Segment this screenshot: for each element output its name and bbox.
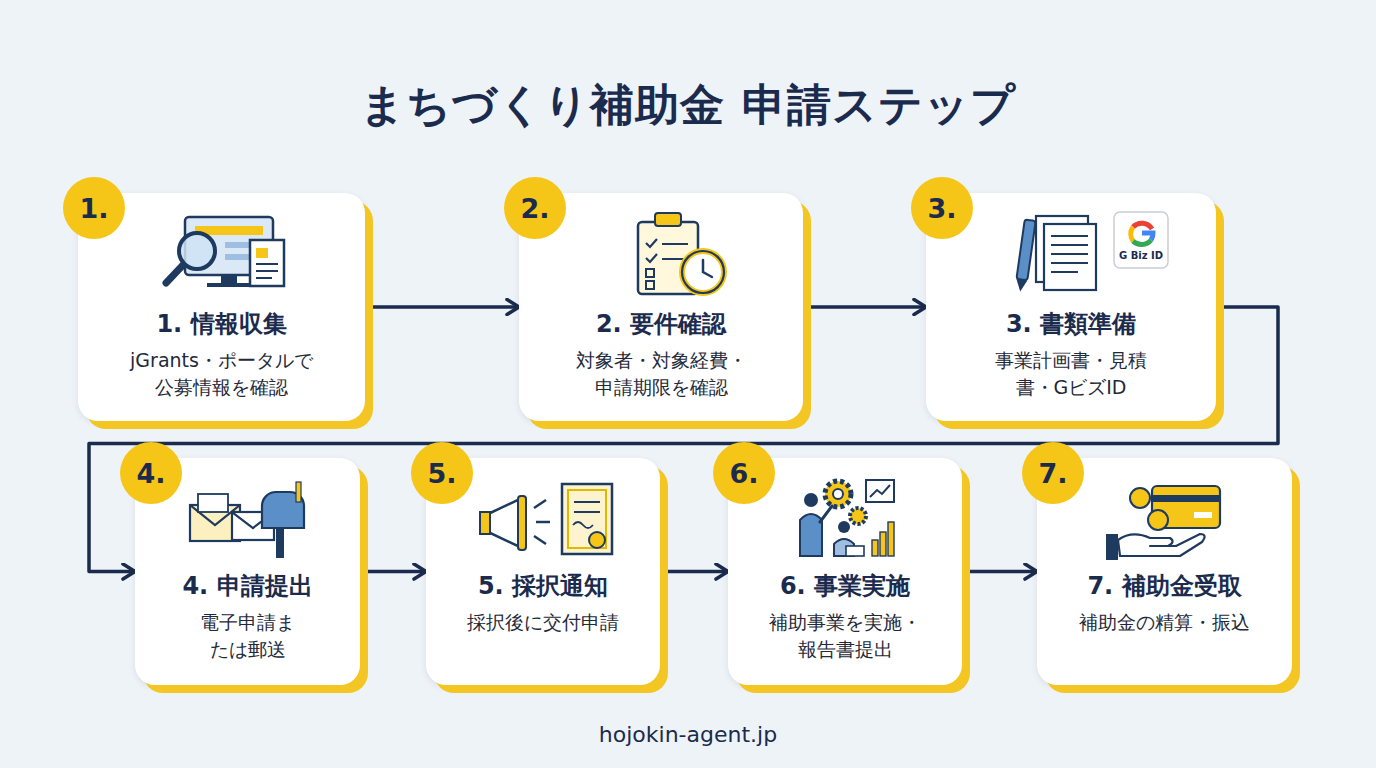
- step-description: 対象者・対象経費・ 申請期限を確認: [568, 347, 754, 401]
- step-number-badge: 5.: [411, 442, 473, 504]
- step-heading: 6. 事業実施: [728, 571, 962, 601]
- step-number: 2.: [520, 193, 549, 224]
- step-text: 6. 事業実施補助事業を実施・ 報告書提出: [728, 571, 962, 663]
- gbiz-id-label: G Biz ID: [1112, 250, 1170, 261]
- step-number: 7.: [1038, 458, 1067, 489]
- step-card: 2. 要件確認対象者・対象経費・ 申請期限を確認 2.: [519, 193, 803, 421]
- flow-arrow: [962, 570, 1037, 574]
- step-text: 4. 申請提出電子申請ま たは郵送: [135, 571, 360, 663]
- flow-arrow: [360, 570, 426, 574]
- flow-arrow: [660, 570, 728, 574]
- step-heading: 2. 要件確認: [519, 309, 803, 339]
- step-card: 3. 書類準備事業計画書・見積 書・GビズID 3.: [926, 193, 1216, 421]
- step-text: 5. 採択通知採択後に交付申請: [426, 571, 660, 636]
- step-description: 電子申請ま たは郵送: [193, 609, 303, 663]
- step-heading: 4. 申請提出: [135, 571, 360, 601]
- step-number-badge: 1.: [63, 177, 125, 239]
- site-url: hojokin-agent.jp: [488, 722, 888, 747]
- step-description: jGrants・ポータルで 公募情報を確認: [111, 347, 333, 401]
- step-text: 2. 要件確認対象者・対象経費・ 申請期限を確認: [519, 309, 803, 401]
- step-card: 4. 申請提出電子申請ま たは郵送 4.: [135, 458, 360, 685]
- step-text: 7. 補助金受取補助金の精算・振込: [1037, 571, 1292, 636]
- step-number: 4.: [136, 458, 165, 489]
- flow-arrow: [803, 305, 926, 309]
- step-number-badge: 4.: [120, 442, 182, 504]
- step-card: 1. 情報収集 jGrants・ポータルで 公募情報を確認 1.: [78, 193, 365, 421]
- step-card: 6. 事業実施補助事業を実施・ 報告書提出 6.: [728, 458, 962, 685]
- step-text: 3. 書類準備事業計画書・見積 書・GビズID: [926, 309, 1216, 401]
- step-number: 6.: [729, 458, 758, 489]
- step-number-badge: 3.: [911, 177, 973, 239]
- step-number: 3.: [927, 193, 956, 224]
- step-card: 5. 採択通知採択後に交付申請 5.: [426, 458, 660, 685]
- step-number: 1.: [79, 193, 108, 224]
- step-description: 事業計画書・見積 書・GビズID: [988, 347, 1154, 401]
- step-heading: 3. 書類準備: [926, 309, 1216, 339]
- step-number-badge: 7.: [1022, 442, 1084, 504]
- step-description: 補助事業を実施・ 報告書提出: [760, 609, 930, 663]
- step-number-badge: 2.: [504, 177, 566, 239]
- step-number-badge: 6.: [713, 442, 775, 504]
- step-card: 7. 補助金受取補助金の精算・振込 7.: [1037, 458, 1292, 685]
- step-heading: 1. 情報収集: [78, 309, 365, 339]
- step-text: 1. 情報収集 jGrants・ポータルで 公募情報を確認: [78, 309, 365, 401]
- step-heading: 7. 補助金受取: [1037, 571, 1292, 601]
- flow-arrow: [365, 305, 519, 309]
- step-description: 補助金の精算・振込: [1047, 609, 1283, 636]
- step-number: 5.: [427, 458, 456, 489]
- diagram-title: まちづくり補助金 申請ステップ: [0, 76, 1376, 135]
- step-description: 採択後に交付申請: [433, 609, 653, 636]
- step-heading: 5. 採択通知: [426, 571, 660, 601]
